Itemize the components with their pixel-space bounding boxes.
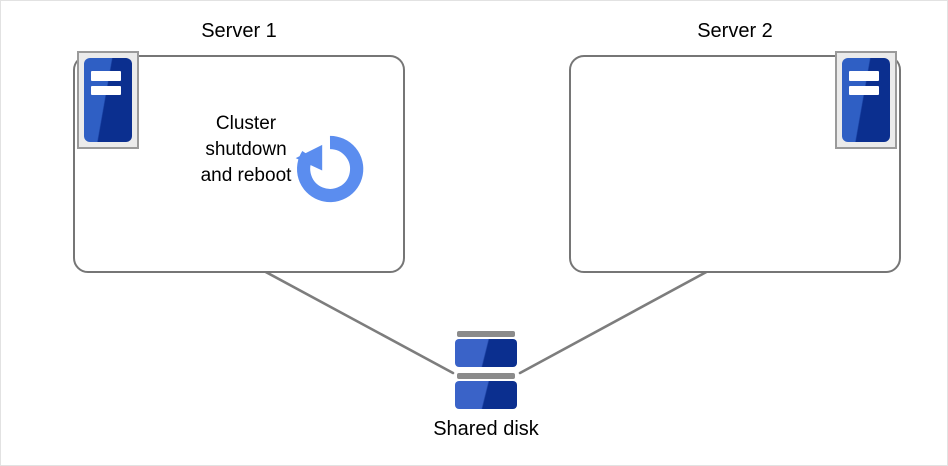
connector-server2-to-disk xyxy=(518,255,736,375)
disk-unit xyxy=(455,373,517,409)
server-2-title: Server 2 xyxy=(697,20,773,42)
reboot-icon xyxy=(291,130,369,208)
server-chassis-bar-1 xyxy=(848,71,880,81)
disk-body xyxy=(455,339,517,367)
disk-stack-icon xyxy=(455,331,517,409)
server-chassis-icon xyxy=(835,51,897,149)
server-chassis-icon xyxy=(77,51,139,149)
server-1-title: Server 1 xyxy=(201,20,277,42)
server-chassis-bar-2 xyxy=(848,85,880,95)
disk-cap xyxy=(457,331,515,337)
server-chassis-body xyxy=(84,58,132,142)
server-chassis-bar-2 xyxy=(90,85,122,95)
disk-unit xyxy=(455,331,517,367)
disk-cap xyxy=(457,373,515,379)
disk-body xyxy=(455,381,517,409)
server-chassis-body xyxy=(842,58,890,142)
node-shared-disk[interactable]: Shared disk xyxy=(433,331,539,440)
server-1-body-text: Cluster shutdown and reboot xyxy=(200,113,292,186)
server-chassis-bar-1 xyxy=(90,71,122,81)
connector-server1-to-disk xyxy=(236,255,455,375)
shared-disk-label: Shared disk xyxy=(433,418,539,440)
